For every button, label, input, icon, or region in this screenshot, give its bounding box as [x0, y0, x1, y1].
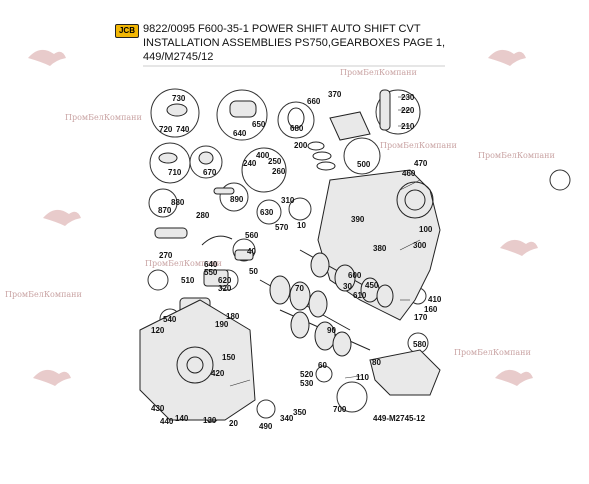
callout-460: 460	[402, 169, 416, 178]
callout-500: 500	[357, 160, 371, 169]
watermark-text: ПромБелКомпани	[478, 151, 555, 160]
callout-labels: 730 720 740 640 650 660 370 230 220 210 …	[151, 90, 442, 431]
watermark-text: ПромБелКомпани	[65, 113, 142, 122]
callout-120: 120	[151, 326, 165, 335]
callout-40: 40	[247, 247, 256, 256]
callout-140: 140	[175, 414, 189, 423]
callout-210: 210	[401, 122, 415, 131]
callout-100: 100	[419, 225, 433, 234]
callout-270: 270	[159, 251, 173, 260]
callout-320: 320	[218, 284, 232, 293]
gear-shafts	[259, 249, 394, 357]
callout-70: 70	[295, 284, 304, 293]
callout-550: 550	[204, 268, 218, 277]
callout-130: 130	[203, 416, 217, 425]
callout-450: 450	[365, 281, 379, 290]
callout-350: 350	[293, 408, 307, 417]
callout-560: 560	[245, 231, 259, 240]
title-line-1: 9822/0095 F600-35-1 POWER SHIFT AUTO SHI…	[143, 23, 421, 35]
callout-870: 870	[158, 206, 172, 215]
watermark-text: ПромБелКомпани	[5, 290, 82, 299]
watermark-text: ПромБелКомпани	[454, 348, 531, 357]
callout-420: 420	[211, 369, 225, 378]
callout-670: 670	[203, 168, 217, 177]
leader-lines	[229, 96, 421, 387]
header: JCB 9822/0095 F600-35-1 POWER SHIFT AUTO…	[115, 22, 463, 64]
callout-10: 10	[297, 221, 306, 230]
callout-540: 540	[163, 315, 177, 324]
callout-520: 520	[300, 370, 314, 379]
callout-60: 60	[318, 361, 327, 370]
callout-610: 610	[353, 291, 367, 300]
callout-30: 30	[343, 282, 352, 291]
callout-240: 240	[243, 159, 257, 168]
callout-90: 90	[327, 326, 336, 335]
callout-370: 370	[328, 90, 342, 99]
callout-740: 740	[176, 125, 190, 134]
title-line-2: INSTALLATION ASSEMBLIES PS750,GEARBOXES …	[143, 37, 446, 49]
callout-390: 390	[351, 215, 365, 224]
callout-660: 660	[307, 97, 321, 106]
callout-410: 410	[428, 295, 442, 304]
doc-reference: 449-M2745-12	[373, 414, 426, 423]
callout-180: 180	[226, 312, 240, 321]
callout-470: 470	[414, 159, 428, 168]
detail-circles	[145, 88, 571, 423]
callout-620: 620	[218, 276, 232, 285]
title-line-3: 449/M2745/12	[143, 51, 214, 63]
callout-580: 580	[413, 340, 427, 349]
callout-110: 110	[356, 373, 369, 382]
callout-20: 20	[229, 419, 238, 428]
callout-890: 890	[230, 195, 244, 204]
callout-190: 190	[215, 320, 229, 329]
watermark-bird-icon	[28, 49, 538, 386]
callout-200: 200	[294, 141, 308, 150]
callout-600: 600	[348, 271, 362, 280]
watermark-text: ПромБелКомпани	[340, 68, 417, 77]
callout-710: 710	[168, 168, 182, 177]
callout-260: 260	[272, 167, 286, 176]
jcb-logo: JCB	[115, 24, 139, 38]
callout-80: 80	[372, 358, 381, 367]
callout-530: 530	[300, 379, 314, 388]
callout-380: 380	[373, 244, 387, 253]
callout-400: 400	[256, 151, 270, 160]
callout-170: 170	[414, 313, 428, 322]
callout-650: 650	[252, 120, 266, 129]
callout-640-b: 640	[204, 260, 218, 269]
callout-160: 160	[424, 305, 438, 314]
callout-280: 280	[196, 211, 210, 220]
callout-150: 150	[222, 353, 236, 362]
callout-490: 490	[259, 422, 273, 431]
callout-440: 440	[160, 417, 174, 426]
callout-50: 50	[249, 267, 258, 276]
callout-720: 720	[159, 125, 173, 134]
callout-220: 220	[401, 106, 415, 115]
callout-250: 250	[268, 157, 282, 166]
callout-430: 430	[151, 404, 165, 413]
callout-630: 630	[260, 208, 274, 217]
callout-880: 880	[171, 198, 185, 207]
callout-310: 310	[281, 196, 295, 205]
watermark-text: ПромБелКомпани	[380, 141, 457, 150]
callout-300: 300	[413, 241, 427, 250]
callout-230: 230	[401, 93, 415, 102]
callout-570: 570	[275, 223, 289, 232]
watermark-text: ПромБелКомпани	[145, 259, 222, 268]
callout-340: 340	[280, 414, 294, 423]
callout-730: 730	[172, 94, 186, 103]
callout-700: 700	[333, 405, 347, 414]
callout-510: 510	[181, 276, 195, 285]
callout-680: 680	[290, 124, 304, 133]
callout-640: 640	[233, 129, 247, 138]
